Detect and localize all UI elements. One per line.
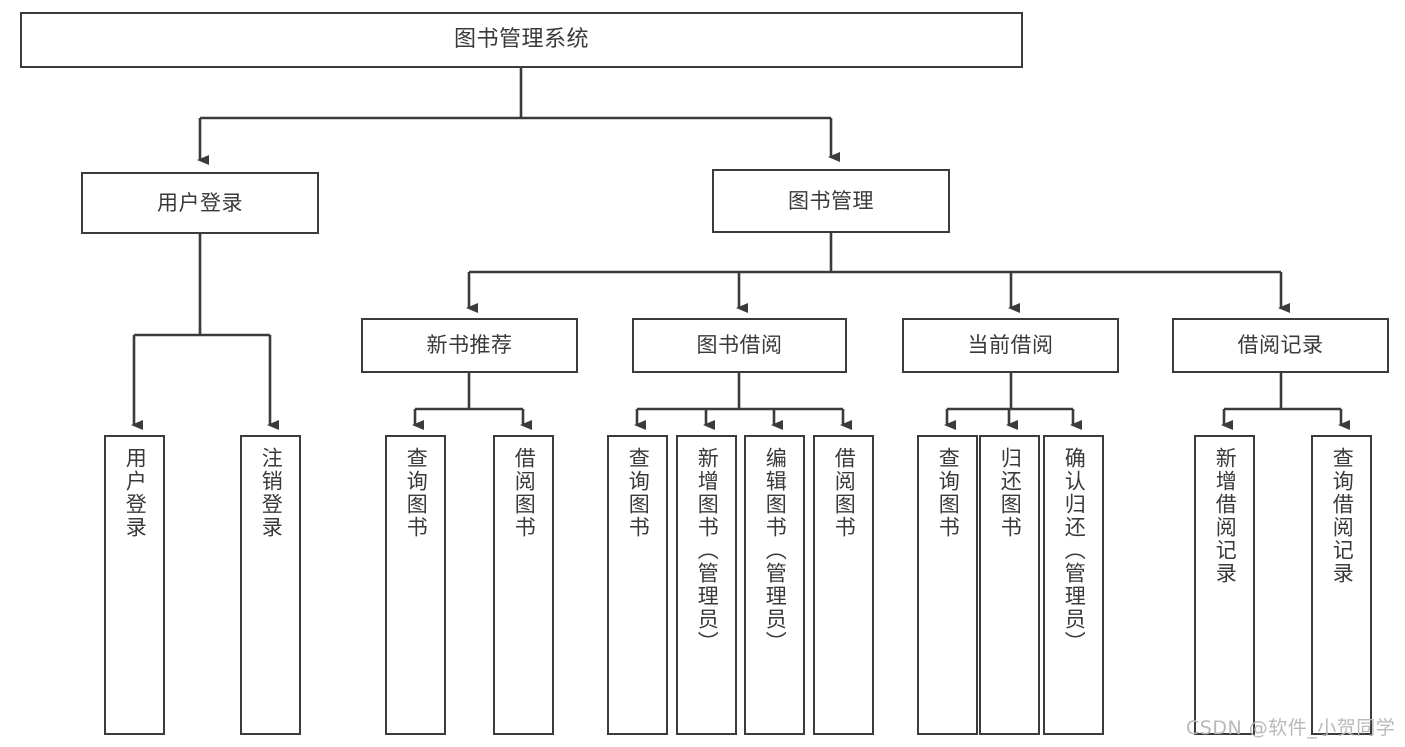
node-book-manage-label: 图书管理 <box>788 188 874 213</box>
node-leaf-edit-book-label: 编辑图书（管理员） <box>763 447 788 654</box>
node-leaf-add-record[interactable]: 新增借阅记录 <box>1194 435 1255 735</box>
node-leaf-query-record[interactable]: 查询借阅记录 <box>1311 435 1372 735</box>
node-book-borrow-label: 图书借阅 <box>696 333 783 358</box>
node-leaf-add-book-label: 新增图书（管理员） <box>695 447 720 654</box>
node-leaf-query-book-1[interactable]: 查询图书 <box>385 435 446 735</box>
node-leaf-add-book[interactable]: 新增图书（管理员） <box>676 435 737 735</box>
node-book-manage[interactable]: 图书管理 <box>712 169 950 233</box>
node-leaf-query-book-2-label: 查询图书 <box>626 447 651 539</box>
node-user-login[interactable]: 用户登录 <box>81 172 319 234</box>
node-leaf-query-record-label: 查询借阅记录 <box>1330 447 1355 585</box>
node-borrow-record[interactable]: 借阅记录 <box>1172 318 1389 373</box>
csdn-watermark: CSDN @软件_小贺同学 <box>1186 717 1396 739</box>
node-new-book-recommend[interactable]: 新书推荐 <box>361 318 578 373</box>
node-leaf-user-login[interactable]: 用户登录 <box>104 435 165 735</box>
node-leaf-query-book-1-label: 查询图书 <box>404 447 429 539</box>
node-root[interactable]: 图书管理系统 <box>20 12 1023 68</box>
node-leaf-user-login-label: 用户登录 <box>123 447 148 539</box>
node-current-borrow[interactable]: 当前借阅 <box>902 318 1119 373</box>
node-leaf-borrow-book-1-label: 借阅图书 <box>512 447 537 539</box>
node-leaf-borrow-book-2[interactable]: 借阅图书 <box>813 435 874 735</box>
node-leaf-return-book-label: 归还图书 <box>998 447 1023 539</box>
node-leaf-query-book-3-label: 查询图书 <box>936 447 961 539</box>
node-borrow-record-label: 借阅记录 <box>1237 333 1324 358</box>
node-current-borrow-label: 当前借阅 <box>967 333 1054 358</box>
node-leaf-borrow-book-2-label: 借阅图书 <box>832 447 857 539</box>
node-leaf-confirm-return-label: 确认归还（管理员） <box>1062 447 1087 654</box>
node-root-label: 图书管理系统 <box>453 26 589 52</box>
node-leaf-logout-login-label: 注销登录 <box>259 447 284 539</box>
node-leaf-confirm-return[interactable]: 确认归还（管理员） <box>1043 435 1104 735</box>
node-user-login-label: 用户登录 <box>157 190 243 215</box>
node-new-book-recommend-label: 新书推荐 <box>426 333 513 358</box>
node-leaf-query-book-3[interactable]: 查询图书 <box>917 435 978 735</box>
node-leaf-logout-login[interactable]: 注销登录 <box>240 435 301 735</box>
node-leaf-query-book-2[interactable]: 查询图书 <box>607 435 668 735</box>
node-leaf-borrow-book-1[interactable]: 借阅图书 <box>493 435 554 735</box>
node-leaf-add-record-label: 新增借阅记录 <box>1213 447 1238 585</box>
node-leaf-edit-book[interactable]: 编辑图书（管理员） <box>744 435 805 735</box>
node-leaf-return-book[interactable]: 归还图书 <box>979 435 1040 735</box>
node-book-borrow[interactable]: 图书借阅 <box>632 318 847 373</box>
